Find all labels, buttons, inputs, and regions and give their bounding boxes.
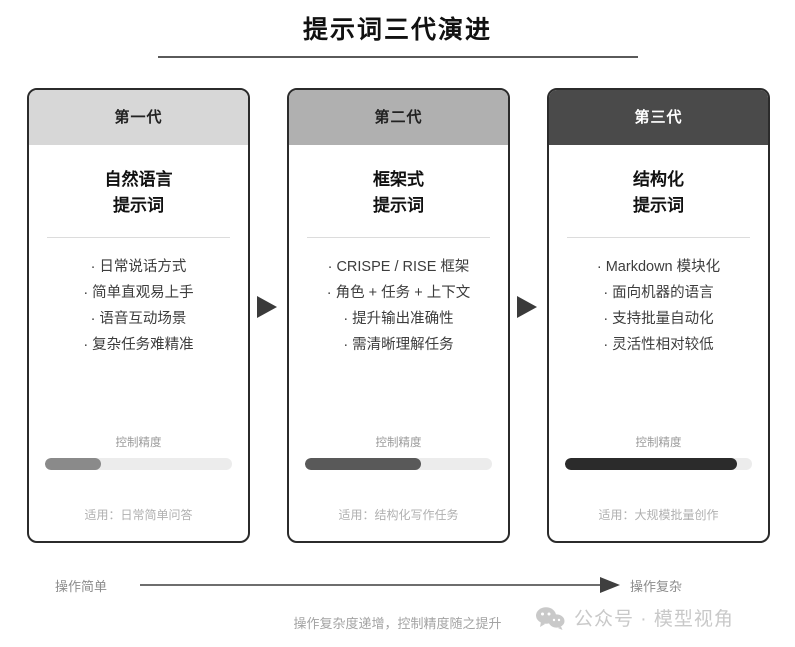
card-bullets-3: · Markdown 模块化 · 面向机器的语言 · 支持批量自动化 · 灵活性…	[565, 254, 752, 358]
generation-card-3[interactable]: 第三代 结构化 提示词 · Markdown 模块化 · 面向机器的语言 · 支…	[547, 88, 770, 543]
axis-caption: 操作复杂度递增，控制精度随之提升	[293, 616, 502, 631]
card-body-3: 结构化 提示词 · Markdown 模块化 · 面向机器的语言 · 支持批量自…	[549, 145, 768, 541]
meter-track-1	[45, 458, 232, 470]
control-precision-meter-3: 控制精度	[565, 434, 752, 478]
title-block: 提示词三代演进	[0, 0, 795, 58]
list-item: · 简单直观易上手	[83, 285, 194, 301]
axis-arrow-icon	[600, 577, 620, 593]
axis-label-simple: 操作简单	[55, 579, 108, 594]
meter-fill-2	[305, 458, 421, 470]
list-item: · 角色 + 任务 + 上下文	[326, 285, 471, 301]
generation-card-1[interactable]: 第一代 自然语言 提示词 · 日常说话方式 · 简单直观易上手 · 语音互动场景…	[27, 88, 250, 543]
list-item: · CRISPE / RISE 框架	[327, 259, 470, 275]
arrow-gap-1	[250, 88, 287, 543]
list-item: · 灵活性相对较低	[603, 337, 714, 353]
generation-cards-row: 第一代 自然语言 提示词 · 日常说话方式 · 简单直观易上手 · 语音互动场景…	[27, 88, 770, 543]
card-header-3: 第三代	[549, 90, 768, 145]
wechat-icon	[535, 606, 565, 630]
meter-label-1: 控制精度	[115, 437, 162, 449]
list-item: · 日常说话方式	[90, 259, 187, 275]
list-item: · 复杂任务难精准	[83, 337, 194, 353]
meter-label-3: 控制精度	[635, 437, 682, 449]
card-title-line1: 框架式	[373, 170, 424, 189]
card-footnote-3: 适用：大规模批量创作	[598, 508, 719, 522]
complexity-axis: 操作简单 操作复杂	[0, 576, 795, 598]
watermark: 公众号 · 模型视角	[535, 604, 734, 631]
card-bullets-2: · CRISPE / RISE 框架 · 角色 + 任务 + 上下文 · 提升输…	[305, 254, 492, 358]
card-title-2: 框架式 提示词	[305, 167, 492, 219]
card-title-line2: 提示词	[633, 196, 684, 215]
card-footnote-1: 适用：日常简单问答	[84, 508, 193, 522]
arrow-right-icon	[257, 296, 277, 318]
card-title-1: 自然语言 提示词	[45, 167, 232, 219]
control-precision-meter-2: 控制精度	[305, 434, 492, 478]
card-footnote-2: 适用：结构化写作任务	[338, 508, 459, 522]
list-item: · 需清晰理解任务	[343, 337, 454, 353]
title-underline	[157, 56, 638, 58]
arrow-gap-2	[510, 88, 547, 543]
card-header-1: 第一代	[29, 90, 248, 145]
meter-track-2	[305, 458, 492, 470]
list-item: · 提升输出准确性	[343, 311, 454, 327]
page-title: 提示词三代演进	[302, 16, 492, 44]
card-title-3: 结构化 提示词	[565, 167, 752, 219]
card-divider-2	[307, 237, 490, 238]
card-divider-1	[47, 237, 230, 238]
card-title-line2: 提示词	[373, 196, 424, 215]
meter-fill-1	[45, 458, 102, 470]
control-precision-meter-1: 控制精度	[45, 434, 232, 478]
meter-fill-3	[565, 458, 738, 470]
card-title-line2: 提示词	[113, 196, 164, 215]
card-title-line1: 结构化	[633, 170, 684, 189]
meter-track-3	[565, 458, 752, 470]
watermark-text: 公众号 · 模型视角	[574, 609, 734, 630]
axis-line	[140, 584, 602, 586]
generation-card-2[interactable]: 第二代 框架式 提示词 · CRISPE / RISE 框架 · 角色 + 任务…	[287, 88, 510, 543]
list-item: · 语音互动场景	[90, 311, 187, 327]
card-title-line1: 自然语言	[104, 170, 173, 189]
list-item: · 支持批量自动化	[603, 311, 714, 327]
axis-label-complex: 操作复杂	[630, 579, 683, 594]
card-body-1: 自然语言 提示词 · 日常说话方式 · 简单直观易上手 · 语音互动场景 · 复…	[29, 145, 248, 541]
meter-label-2: 控制精度	[375, 437, 422, 449]
list-item: · 面向机器的语言	[603, 285, 714, 301]
card-bullets-1: · 日常说话方式 · 简单直观易上手 · 语音互动场景 · 复杂任务难精准	[45, 254, 232, 358]
card-header-2: 第二代	[289, 90, 508, 145]
list-item: · Markdown 模块化	[596, 259, 721, 275]
arrow-right-icon	[517, 296, 537, 318]
card-body-2: 框架式 提示词 · CRISPE / RISE 框架 · 角色 + 任务 + 上…	[289, 145, 508, 541]
card-divider-3	[567, 237, 750, 238]
